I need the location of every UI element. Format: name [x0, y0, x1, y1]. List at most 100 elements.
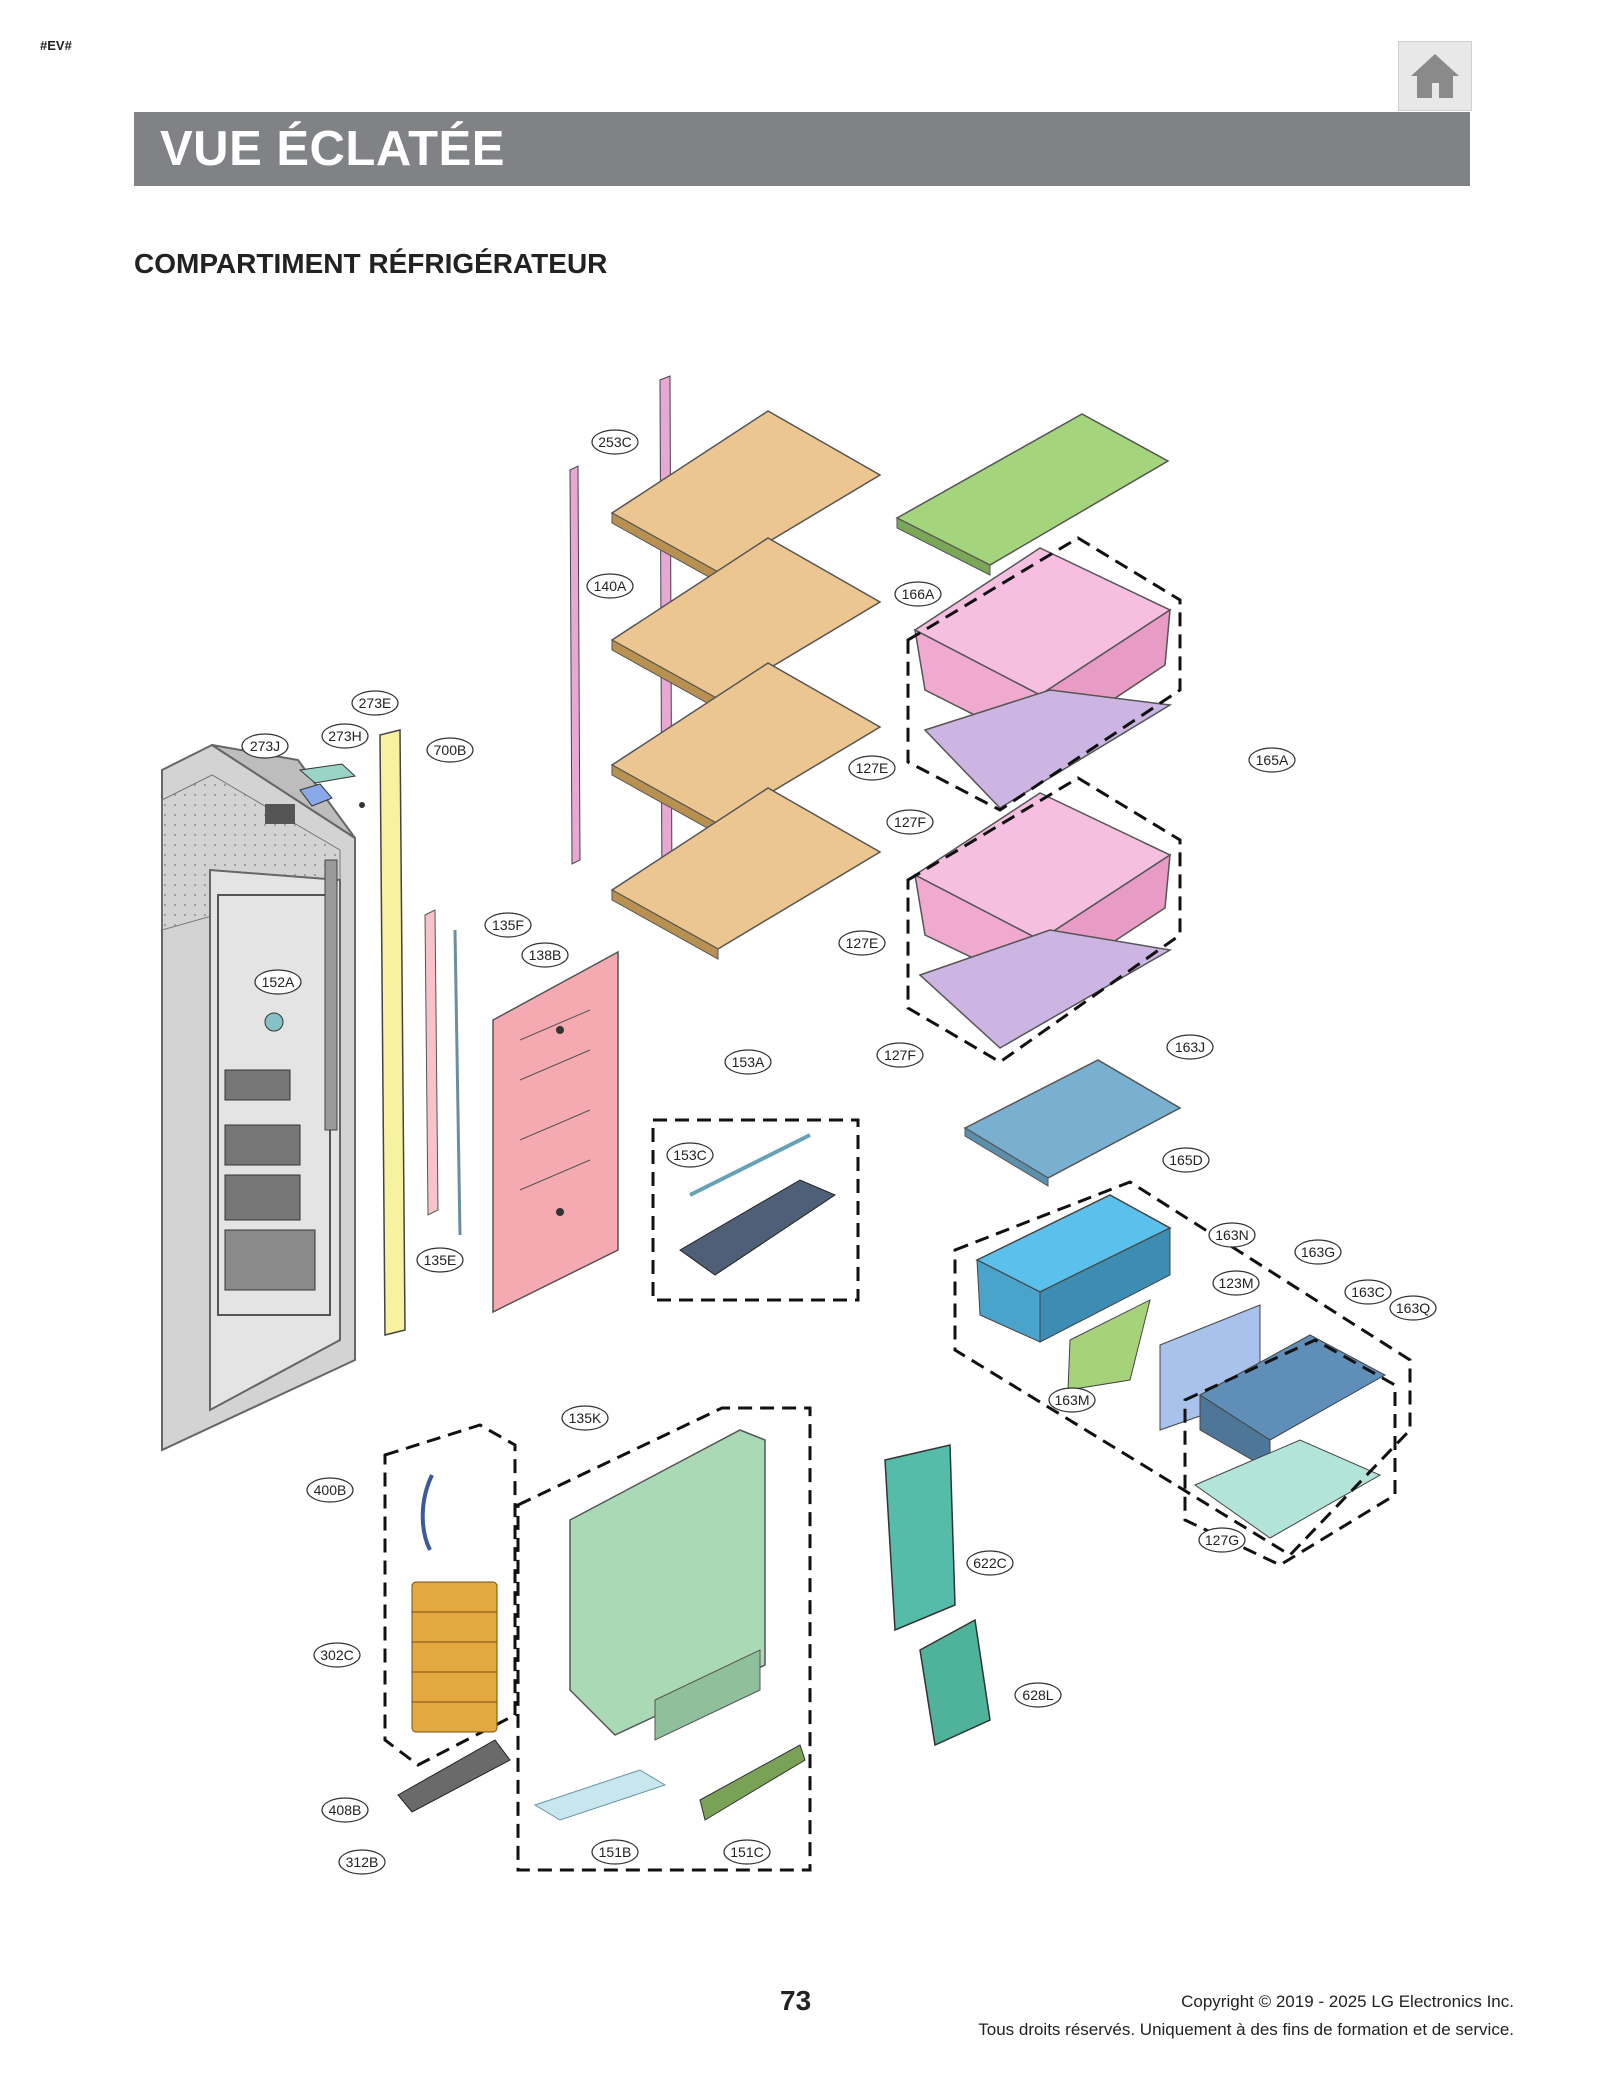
callout-127E: 127E: [838, 930, 886, 956]
callout-127E: 127E: [848, 755, 896, 781]
callout-label: 140A: [594, 578, 627, 594]
title-bar: VUE ÉCLATÉE: [134, 112, 1470, 186]
callout-bubble: [351, 690, 399, 716]
callout-bubble: [1389, 1295, 1437, 1321]
glass-top-cover: [895, 413, 1170, 576]
callout-140A: 140A: [586, 573, 634, 599]
callout-bubble: [894, 581, 942, 607]
callout-253C: 253C: [591, 429, 639, 455]
callout-label: 163J: [1175, 1039, 1205, 1055]
drawer-parts: [1159, 1304, 1387, 1539]
callout-label: 127F: [884, 1047, 916, 1063]
callout-163C: 163C: [1344, 1279, 1392, 1305]
copyright-line-1: Copyright © 2019 - 2025 LG Electronics I…: [1181, 1992, 1514, 2011]
callout-273J: 273J: [241, 733, 289, 759]
grille-151B: [533, 1769, 667, 1821]
callout-bubble: [1344, 1279, 1392, 1305]
callout-label: 152A: [262, 974, 295, 990]
callout-bubble: [321, 723, 369, 749]
callout-123M: 123M: [1212, 1270, 1260, 1296]
callout-label: 302C: [320, 1647, 353, 1663]
callout-163J: 163J: [1166, 1034, 1214, 1060]
callout-label: 163C: [1351, 1284, 1384, 1300]
crisper-group-lower: [913, 792, 1173, 1049]
callout-163G: 163G: [1294, 1239, 1342, 1265]
callout-bubble: [1248, 747, 1296, 773]
callout-135E: 135E: [416, 1247, 464, 1273]
evaporator-cover: [569, 1429, 766, 1741]
copyright-block: Copyright © 2019 - 2025 LG Electronics I…: [978, 1988, 1514, 2044]
callout-408B: 408B: [321, 1797, 369, 1823]
callout-label: 253C: [598, 434, 631, 450]
callout-bubble: [1198, 1527, 1246, 1553]
callout-label: 151C: [730, 1844, 763, 1860]
callout-302C: 302C: [313, 1642, 361, 1668]
control-part: [679, 1133, 837, 1276]
callout-label: 700B: [434, 742, 467, 758]
callout-bubble: [666, 1142, 714, 1168]
callout-127F: 127F: [876, 1042, 924, 1068]
callout-bubble: [1294, 1239, 1342, 1265]
callout-label: 135F: [492, 917, 524, 933]
copyright-line-2: Tous droits réservés. Uniquement à des f…: [978, 2020, 1514, 2039]
callout-bubble: [886, 809, 934, 835]
callout-label: 273J: [250, 738, 280, 754]
callout-bubble: [521, 942, 569, 968]
callout-label: 153C: [673, 1147, 706, 1163]
callout-label: 153A: [732, 1054, 765, 1070]
callout-bubble: [723, 1839, 771, 1865]
duct-628L: [919, 1618, 991, 1747]
crisper-dashed-group-upper: [906, 536, 1182, 812]
callout-151B: 151B: [591, 1839, 639, 1865]
callout-bubble: [1212, 1270, 1260, 1296]
callout-bubble: [1208, 1222, 1256, 1248]
home-icon: [1411, 54, 1459, 98]
dashed-box-153A: [651, 1118, 860, 1302]
drawer-dashed-group-165D: [953, 1180, 1412, 1557]
callout-151C: 151C: [723, 1839, 771, 1865]
drawer-dashed-group-163C: [1183, 1338, 1397, 1567]
callout-bubble: [484, 912, 532, 938]
callout-label: 163N: [1215, 1227, 1248, 1243]
callout-166A: 166A: [894, 581, 942, 607]
section-subtitle: COMPARTIMENT RÉFRIGÉRATEUR: [134, 248, 608, 279]
callout-163M: 163M: [1048, 1387, 1096, 1413]
callout-400B: 400B: [306, 1477, 354, 1503]
callout-622C: 622C: [966, 1550, 1014, 1576]
callout-628L: 628L: [1014, 1682, 1062, 1708]
callout-bubble: [848, 755, 896, 781]
callout-bubble: [586, 573, 634, 599]
callout-152A: 152A: [254, 969, 302, 995]
duct-622C: [884, 1444, 956, 1632]
callout-label: 127E: [856, 760, 889, 776]
callout-bubble: [838, 930, 886, 956]
callout-153A: 153A: [724, 1049, 772, 1075]
callout-label: 123M: [1218, 1275, 1253, 1291]
callout-label: 127E: [846, 935, 879, 951]
document-tag: #EV#: [40, 38, 72, 53]
mullion-part: [379, 729, 406, 1336]
callout-bubble: [1048, 1387, 1096, 1413]
dashed-group-135K: [516, 1406, 812, 1872]
callout-label: 135K: [569, 1410, 602, 1426]
callout-bubble: [1162, 1147, 1210, 1173]
callout-165D: 165D: [1162, 1147, 1210, 1173]
callout-bubble: [241, 733, 289, 759]
callout-label: 127G: [1205, 1532, 1239, 1548]
callout-label: 312B: [346, 1854, 379, 1870]
crisper-group-upper: [913, 547, 1173, 809]
home-button[interactable]: [1398, 41, 1472, 111]
callout-135F: 135F: [484, 912, 532, 938]
bracket-parts: [298, 763, 365, 808]
callout-bubble: [876, 1042, 924, 1068]
callout-label: 151B: [599, 1844, 632, 1860]
crisper-dashed-group-lower: [906, 776, 1182, 1064]
callout-273E: 273E: [351, 690, 399, 716]
dashed-group-400B: [383, 1423, 517, 1767]
callout-163Q: 163Q: [1389, 1295, 1437, 1321]
callout-label: 127F: [894, 814, 926, 830]
page-title: VUE ÉCLATÉE: [160, 122, 505, 176]
callout-bubble: [321, 1797, 369, 1823]
